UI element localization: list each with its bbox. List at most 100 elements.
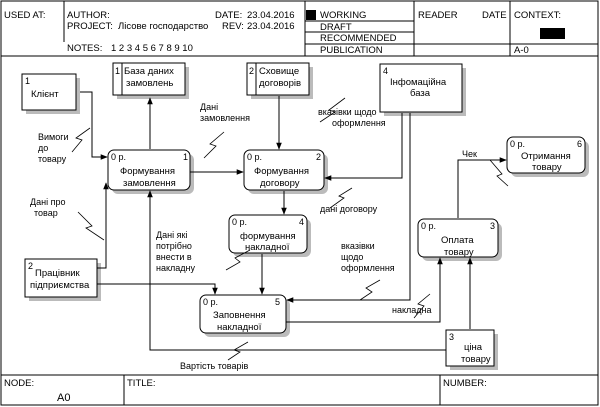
process-5-label2: накладної xyxy=(217,322,262,333)
external-worker-label1: Працівник xyxy=(35,268,81,279)
label-contract-data: дані договору xyxy=(320,204,378,214)
external-price-label2: товару xyxy=(461,354,491,365)
node-label: NODE: xyxy=(4,378,34,389)
external-price[interactable]: 3 ціна товару xyxy=(445,329,498,370)
process-1-label2: замовлення xyxy=(123,178,176,189)
svg-text:0 р.: 0 р. xyxy=(111,152,126,162)
store-orders-db[interactable]: 1 База даних замовлень xyxy=(112,62,189,99)
flow-client-to-p1 xyxy=(80,91,108,160)
status-publication: PUBLICATION xyxy=(320,45,383,56)
process-6-goods-receipt[interactable]: 0 р. 6 Отримання товару xyxy=(506,136,589,177)
svg-text:1: 1 xyxy=(115,66,120,76)
context-node: A-0 xyxy=(514,45,529,56)
flow-arrows xyxy=(80,91,507,351)
process-6-label2: товару xyxy=(532,162,562,173)
status-working: WORKING xyxy=(320,10,366,21)
process-1-label1: Формування xyxy=(120,166,175,177)
process-4-label2: накладної xyxy=(245,242,290,253)
node-value: A0 xyxy=(57,392,70,404)
label-style-instr2-3: оформлення xyxy=(341,263,395,273)
header-block: USED AT: AUTHOR: PROJECT: Лісове господа… xyxy=(1,1,598,57)
external-client-label: Клієнт xyxy=(31,89,59,100)
process-3-label1: Оплата xyxy=(441,235,474,246)
external-infobase[interactable]: 4 Інфомаційна база xyxy=(379,63,466,116)
store-contracts-label1: Сховище xyxy=(259,66,299,77)
label-order-data-2: замовлення xyxy=(200,113,250,123)
notes-label: NOTES: xyxy=(67,43,102,54)
svg-text:0 р.: 0 р. xyxy=(510,139,525,149)
status-recommended: RECOMMENDED xyxy=(320,33,397,44)
external-infobase-label2: база xyxy=(410,88,431,99)
svg-text:1: 1 xyxy=(25,76,30,86)
process-4-label1: формування xyxy=(240,231,296,242)
label-goods-cost: Вартість товарів xyxy=(180,361,248,371)
number-label: NUMBER: xyxy=(443,378,487,389)
svg-text:1: 1 xyxy=(183,152,188,162)
process-3-payment[interactable]: 0 р. 3 Оплата товару xyxy=(417,218,502,261)
external-worker-label2: підприємства xyxy=(30,280,90,291)
project-label: PROJECT: xyxy=(67,21,113,32)
flow-infobase-to-p5 xyxy=(286,113,411,303)
external-price-label1: ціна xyxy=(464,342,483,353)
flow-labels: Вимоги до товару Дані про товар Дані зам… xyxy=(30,102,477,371)
svg-text:0 р.: 0 р. xyxy=(247,152,262,162)
rev-label: REV: xyxy=(222,21,244,32)
notes-value: 1 2 3 4 5 6 7 8 9 10 xyxy=(111,43,193,54)
reader-label: READER xyxy=(418,10,458,21)
label-order-data-1: Дані xyxy=(200,102,218,112)
context-thumbnail xyxy=(540,28,565,39)
svg-text:2: 2 xyxy=(28,261,33,271)
working-marker-icon xyxy=(306,10,316,20)
process-1-order-formation[interactable]: 0 р. 1 Формування замовлення xyxy=(107,149,194,194)
svg-text:0 р.: 0 р. xyxy=(232,217,247,227)
flow-p5-to-p3 xyxy=(286,257,443,323)
process-5-invoice-filling[interactable]: 0 р. 5 Заповнення накладної xyxy=(199,294,290,337)
reader-date-label: DATE xyxy=(482,10,507,21)
label-fill-data-2: потрібно xyxy=(156,241,192,251)
external-infobase-label1: Інфомаційна xyxy=(390,77,447,88)
process-4-invoice-formation[interactable]: 0 р. 4 формування накладної xyxy=(228,214,311,257)
svg-text:0 р.: 0 р. xyxy=(203,297,218,307)
svg-text:2: 2 xyxy=(249,66,254,76)
status-draft: DRAFT xyxy=(320,22,352,33)
process-2-contract-formation[interactable]: 0 р. 2 Формування договору xyxy=(243,149,328,194)
flow-infobase-to-p2 xyxy=(324,113,403,181)
label-fill-data-1: Дані які xyxy=(156,230,187,240)
svg-text:3: 3 xyxy=(490,221,495,231)
rev-value: 23.04.2016 xyxy=(247,21,295,32)
context-label: CONTEXT: xyxy=(514,10,561,21)
svg-text:2: 2 xyxy=(316,152,321,162)
label-client-req-1: Вимоги xyxy=(38,132,69,142)
svg-text:4: 4 xyxy=(383,66,388,76)
process-6-label1: Отримання xyxy=(521,151,571,162)
svg-text:0 р.: 0 р. xyxy=(421,221,436,231)
label-client-req-2: до xyxy=(38,143,48,153)
svg-text:6: 6 xyxy=(577,139,582,149)
svg-text:4: 4 xyxy=(299,217,304,227)
process-2-label1: Формування xyxy=(254,166,309,177)
label-style-instr-2: оформлення xyxy=(332,118,386,128)
label-style-instr-1: вказівки щодо xyxy=(318,107,377,117)
store-contracts[interactable]: 2 Сховище договорів xyxy=(246,62,313,99)
svg-text:3: 3 xyxy=(449,332,454,342)
title-label: TITLE: xyxy=(127,378,156,389)
label-leaders xyxy=(71,97,509,361)
flow-p3-to-p6 xyxy=(457,157,507,218)
flow-worker-to-p1 xyxy=(97,182,109,269)
label-receipt: Чек xyxy=(462,149,477,159)
date-label: DATE: xyxy=(215,10,242,21)
project-value: Лісове господарство xyxy=(118,21,208,32)
process-3-label2: товару xyxy=(444,247,474,258)
footer-block: NODE: A0 TITLE: NUMBER: xyxy=(1,374,598,405)
label-fill-data-3: внести в xyxy=(156,252,192,262)
label-goods-data-2: товар xyxy=(34,208,58,218)
store-contracts-label2: договорів xyxy=(259,78,301,89)
flow-price-to-p1 xyxy=(147,190,446,351)
label-style-instr2-1: вказівки xyxy=(341,241,375,251)
external-client[interactable]: 1 Клієнт xyxy=(21,73,80,114)
external-worker[interactable]: 2 Працівник підприємства xyxy=(24,258,101,301)
label-client-req-3: товару xyxy=(38,154,67,164)
label-goods-data-1: Дані про xyxy=(30,197,65,207)
